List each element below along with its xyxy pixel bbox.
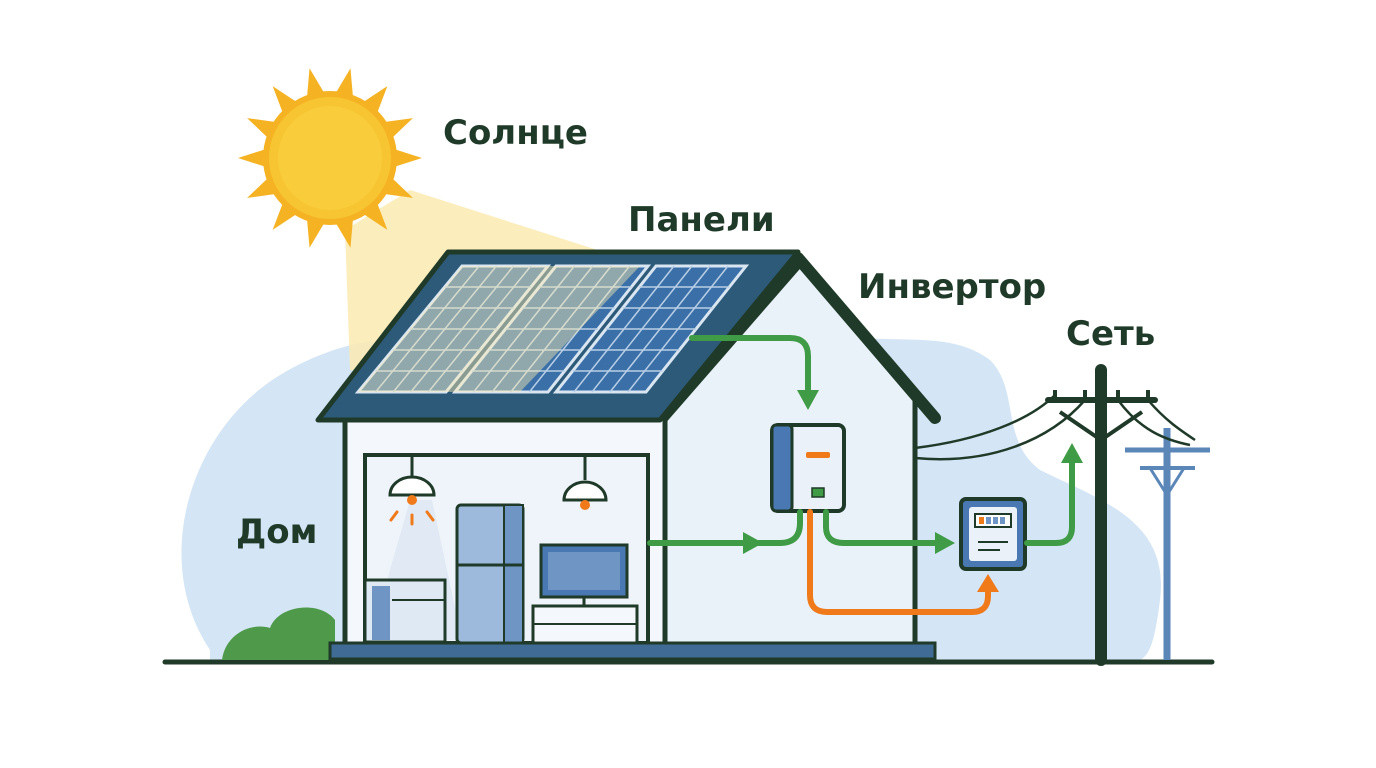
label-inverter: Инвертор [858,267,1047,307]
label-house: Дом [236,512,318,552]
inverter-icon [770,423,846,513]
sun-ray [385,118,413,138]
sun-ray [307,68,324,97]
energy-flow-arrowheads [743,390,1083,554]
sunlight-on-panels [358,266,640,392]
tv-icon [531,543,639,645]
label-sun: Солнце [443,113,588,153]
electric-meter-icon [959,497,1027,571]
sun-icon [238,68,422,248]
sun-ray [336,219,353,248]
sun-ray [247,118,275,138]
label-grid: Сеть [1066,314,1156,354]
sun-ray [238,149,265,167]
sun-ray [395,149,422,167]
refrigerator-icon [455,503,525,645]
sun-ray [336,68,353,97]
label-panels: Панели [628,200,775,240]
house-foundation [328,641,937,661]
bush [222,607,335,660]
energy-flow-arrows [647,335,1075,546]
sun-ray [307,219,324,248]
grid-flow-arrow [807,509,999,615]
power-pole-icon [1125,428,1210,660]
solar-panel-icon [354,264,750,394]
sun-ray [385,178,413,198]
power-lines [914,394,1196,461]
sun-ray [247,178,275,198]
lamp-icon [562,455,608,510]
kitchen-cabinet [363,578,447,644]
